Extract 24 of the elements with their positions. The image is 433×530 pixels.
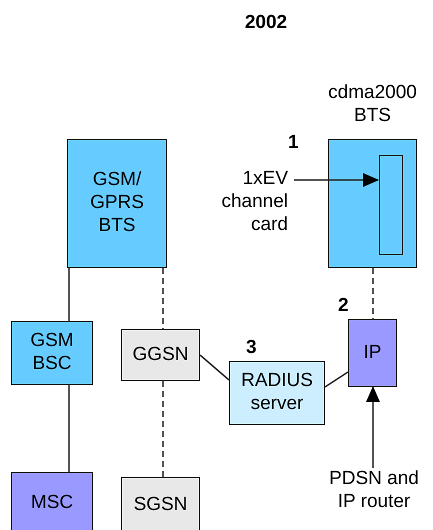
connector-line [162, 381, 164, 477]
gateway-box: GGSN [121, 329, 200, 381]
callout-number: 1 [288, 132, 299, 154]
card-slot [379, 155, 403, 255]
node-heading: cdma2000 BTS [327, 82, 418, 128]
arrow [294, 173, 379, 187]
switching-center-box: MSC [11, 472, 93, 530]
support-node-box: SGSN [121, 477, 200, 530]
connector-line [162, 268, 164, 329]
connector-line [372, 268, 374, 319]
connector-line [68, 385, 70, 472]
callout-number: 3 [246, 337, 257, 359]
connector-line [68, 268, 70, 321]
connector-line [200, 354, 230, 381]
diagram-title: 2002 [244, 12, 288, 34]
arrow [366, 386, 380, 468]
server-box: RADIUS server [229, 361, 325, 425]
ip-box: IP [348, 319, 397, 387]
callout-number: 2 [338, 295, 349, 317]
connector-line [324, 371, 348, 388]
bsc-box: GSM BSC [11, 321, 93, 385]
bts-box: GSM/ GPRS BTS [67, 139, 167, 268]
callout-text: 1xEV channel card [196, 168, 288, 236]
callout-text: PDSN and IP router [320, 468, 428, 514]
